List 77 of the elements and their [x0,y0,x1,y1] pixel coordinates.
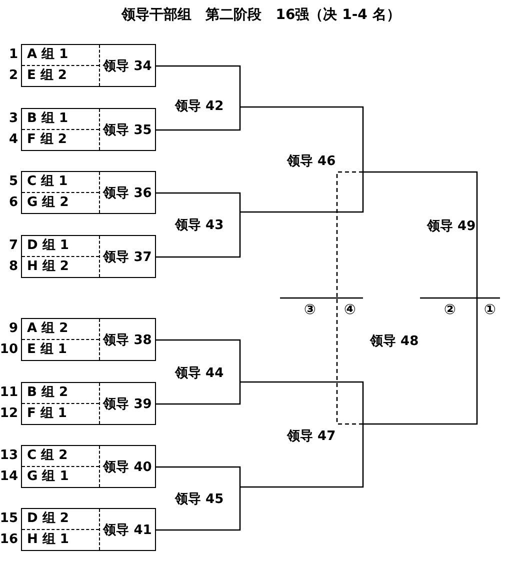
bracket-line [240,106,364,172]
group-slot: A 组 2 [22,319,99,340]
bracket-line [156,192,241,212]
seed-number: 12 [0,406,18,421]
group-slot: H 组 1 [22,530,99,550]
match-label: 领导 47 [287,427,336,445]
seed-number: 6 [8,195,18,210]
match-label: 领导 37 [103,248,152,266]
seed-number: 13 [0,448,18,463]
place-number: ② [444,302,456,318]
group-slot: A 组 1 [22,45,99,66]
match-label: 领导 40 [103,458,152,476]
place-number: ③ [304,302,316,318]
match-label: 领导 44 [175,364,224,382]
bracket-line [363,171,478,298]
group-slot: G 组 1 [22,466,99,487]
seed-number: 14 [0,469,18,484]
group-slot: C 组 1 [22,172,99,192]
match-box [21,318,156,361]
match-label: 领导 35 [103,122,152,138]
match-label: 领导 42 [175,97,224,115]
bracket-line [240,381,364,424]
bracket-line [156,65,241,107]
match-label: 领导 34 [103,58,152,74]
group-slot: E 组 1 [22,340,99,360]
seed-number: 10 [0,342,18,357]
match-label: 领导 46 [287,152,336,170]
seed-number: 9 [8,321,18,336]
group-slot: D 组 1 [22,236,99,256]
group-slot: B 组 1 [22,109,99,130]
seed-number: 16 [0,532,18,547]
match-box [21,508,156,551]
seed-number: 2 [8,68,18,83]
group-slot: F 组 1 [22,404,99,424]
match-box [21,235,156,278]
dashed-bracket-line [336,171,363,298]
seed-number: 15 [0,511,18,526]
seed-number: 3 [8,111,18,126]
bracket-line [156,212,241,258]
dashed-bracket-line [336,298,363,425]
bracket-line [240,172,364,213]
bracket-line [156,107,241,131]
match-box [21,382,156,425]
bracket-line [363,298,478,425]
match-box [21,445,156,488]
match-label: 领导 38 [103,332,152,348]
bracket-line [240,424,364,488]
match-label: 领导 48 [370,332,419,350]
seed-number: 1 [8,47,18,62]
match-label: 领导 36 [103,184,152,202]
seed-number: 4 [8,132,18,147]
match-label: 领导 39 [103,396,152,412]
seed-number: 8 [8,259,18,274]
match-label: 领导 49 [427,217,476,235]
place-number: ① [484,302,496,318]
match-label: 领导 45 [175,490,224,508]
group-slot: H 组 2 [22,256,99,277]
group-slot: D 组 2 [22,509,99,530]
seed-number: 7 [8,238,18,253]
match-label: 领导 43 [175,216,224,234]
match-label: 领导 41 [103,522,152,538]
place-number: ④ [344,302,356,318]
match-box [21,171,156,214]
bracket-line [156,339,241,382]
bracket-line [156,382,241,405]
group-slot: B 组 2 [22,383,99,404]
group-slot: C 组 2 [22,446,99,466]
title: 领导干部组 第二阶段 16强（决 1-4 名） [120,6,402,24]
group-slot: E 组 2 [22,66,99,86]
seed-number: 11 [0,385,18,400]
match-box [21,44,156,87]
match-box [21,108,156,151]
group-slot: G 组 2 [22,192,99,213]
bracket-line [156,466,241,487]
seed-number: 5 [8,174,18,189]
bracket-line [156,487,241,531]
group-slot: F 组 2 [22,130,99,150]
